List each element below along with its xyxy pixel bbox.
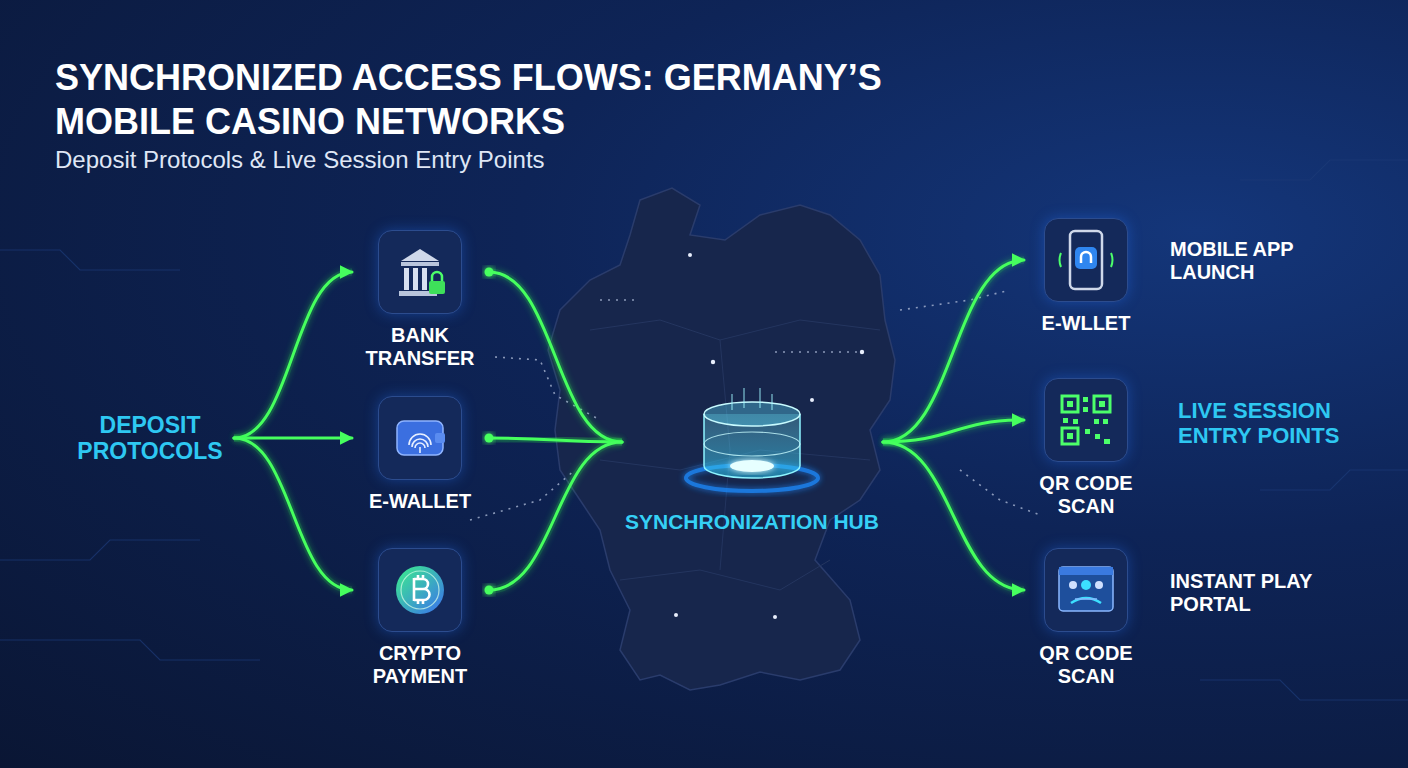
connector-line xyxy=(883,442,1024,590)
dotted-leader xyxy=(900,290,1010,310)
method-node: CRYPTO PAYMENT xyxy=(355,548,485,688)
city-dot xyxy=(688,253,692,257)
connector xyxy=(234,438,352,590)
connector-dot xyxy=(485,586,494,595)
connector-glow xyxy=(883,260,1024,442)
method-node: E-WALLET xyxy=(355,396,485,513)
connector-line xyxy=(234,438,352,590)
connector-dot xyxy=(485,434,494,443)
city-dot xyxy=(810,398,814,402)
connector-glow xyxy=(489,272,622,442)
connector-line xyxy=(489,438,622,442)
icon-graphic xyxy=(1045,379,1127,461)
city-dots xyxy=(674,253,864,619)
diagram-title: SYNCHRONIZED ACCESS FLOWS: GERMANY’S MOB… xyxy=(55,56,915,144)
icon-tile xyxy=(378,396,462,480)
connector-line xyxy=(234,437,352,440)
circuit-trace xyxy=(1200,680,1408,700)
connector xyxy=(883,420,1024,442)
connector-dot xyxy=(485,268,494,277)
icon-graphic xyxy=(379,549,461,631)
circuit-trace xyxy=(0,640,260,660)
side-label: LIVE SESSION ENTRY POINTS xyxy=(1178,398,1368,448)
connector-line xyxy=(883,260,1024,442)
icon-tile xyxy=(378,548,462,632)
dotted-leaders xyxy=(470,290,1040,520)
cylinder-graphic xyxy=(682,392,822,492)
node-label: BANK TRANSFER xyxy=(355,324,485,370)
connector-glow xyxy=(883,420,1024,442)
method-node: BANK TRANSFER xyxy=(355,230,485,370)
dotted-leader xyxy=(495,357,600,420)
method-node: QR CODE SCAN xyxy=(1027,548,1145,688)
connector xyxy=(485,442,623,595)
connector-line xyxy=(489,272,622,442)
connector-line xyxy=(883,420,1024,442)
dotted-leader xyxy=(600,299,640,301)
connector xyxy=(883,442,1024,590)
city-dot xyxy=(674,613,678,617)
icon-graphic xyxy=(1045,219,1127,301)
category-node: DEPOSIT PROTOCOLS xyxy=(70,412,230,464)
node-label: E-WLLET xyxy=(1027,312,1145,335)
icon-tile xyxy=(378,230,462,314)
subtitle-text: Deposit Protocols & Live Session Entry P… xyxy=(55,146,545,174)
connector-glow xyxy=(234,438,352,590)
circuit-trace xyxy=(0,250,180,270)
icon-graphic xyxy=(379,397,461,479)
connector-glow xyxy=(489,438,622,442)
city-dot xyxy=(860,350,864,354)
side-label: INSTANT PLAY PORTAL xyxy=(1170,570,1340,616)
circuit-trace xyxy=(1240,160,1408,180)
connector xyxy=(883,260,1024,442)
method-node: QR CODE SCAN xyxy=(1027,378,1145,518)
connector-line xyxy=(489,442,622,590)
dotted-leader xyxy=(775,351,860,353)
state-border xyxy=(590,320,880,340)
dotted-leader xyxy=(960,470,1040,515)
node-label: QR CODE SCAN xyxy=(1027,642,1145,688)
circuit-traces xyxy=(0,160,1408,700)
node-label: E-WALLET xyxy=(355,490,485,513)
icon-graphic xyxy=(1045,549,1127,631)
circuit-trace xyxy=(0,540,200,560)
city-dot xyxy=(711,360,715,364)
category-label: DEPOSIT PROTOCOLS xyxy=(70,412,230,464)
connector-glow xyxy=(234,272,352,438)
connector xyxy=(234,438,352,439)
hub-cylinder xyxy=(682,392,822,492)
connector-line xyxy=(234,272,352,438)
connector xyxy=(485,268,623,443)
connector xyxy=(485,434,623,443)
icon-tile xyxy=(1044,378,1128,462)
icon-tile xyxy=(1044,218,1128,302)
icon-tile xyxy=(1044,548,1128,632)
side-label: MOBILE APP LAUNCH xyxy=(1170,238,1340,284)
state-borders xyxy=(590,320,880,590)
icon-graphic xyxy=(379,231,461,313)
hub-label: SYNCHRONIZATION HUB xyxy=(625,510,879,534)
connector xyxy=(234,272,352,438)
state-border xyxy=(620,560,830,590)
city-dot xyxy=(773,615,777,619)
node-label: CRYPTO PAYMENT xyxy=(355,642,485,688)
circuit-trace xyxy=(1260,470,1408,490)
method-node: E-WLLET xyxy=(1027,218,1145,335)
connector-glow xyxy=(883,442,1024,590)
node-label: QR CODE SCAN xyxy=(1027,472,1145,518)
sync-hub: SYNCHRONIZATION HUB xyxy=(625,392,879,534)
connector-glow xyxy=(489,442,622,590)
